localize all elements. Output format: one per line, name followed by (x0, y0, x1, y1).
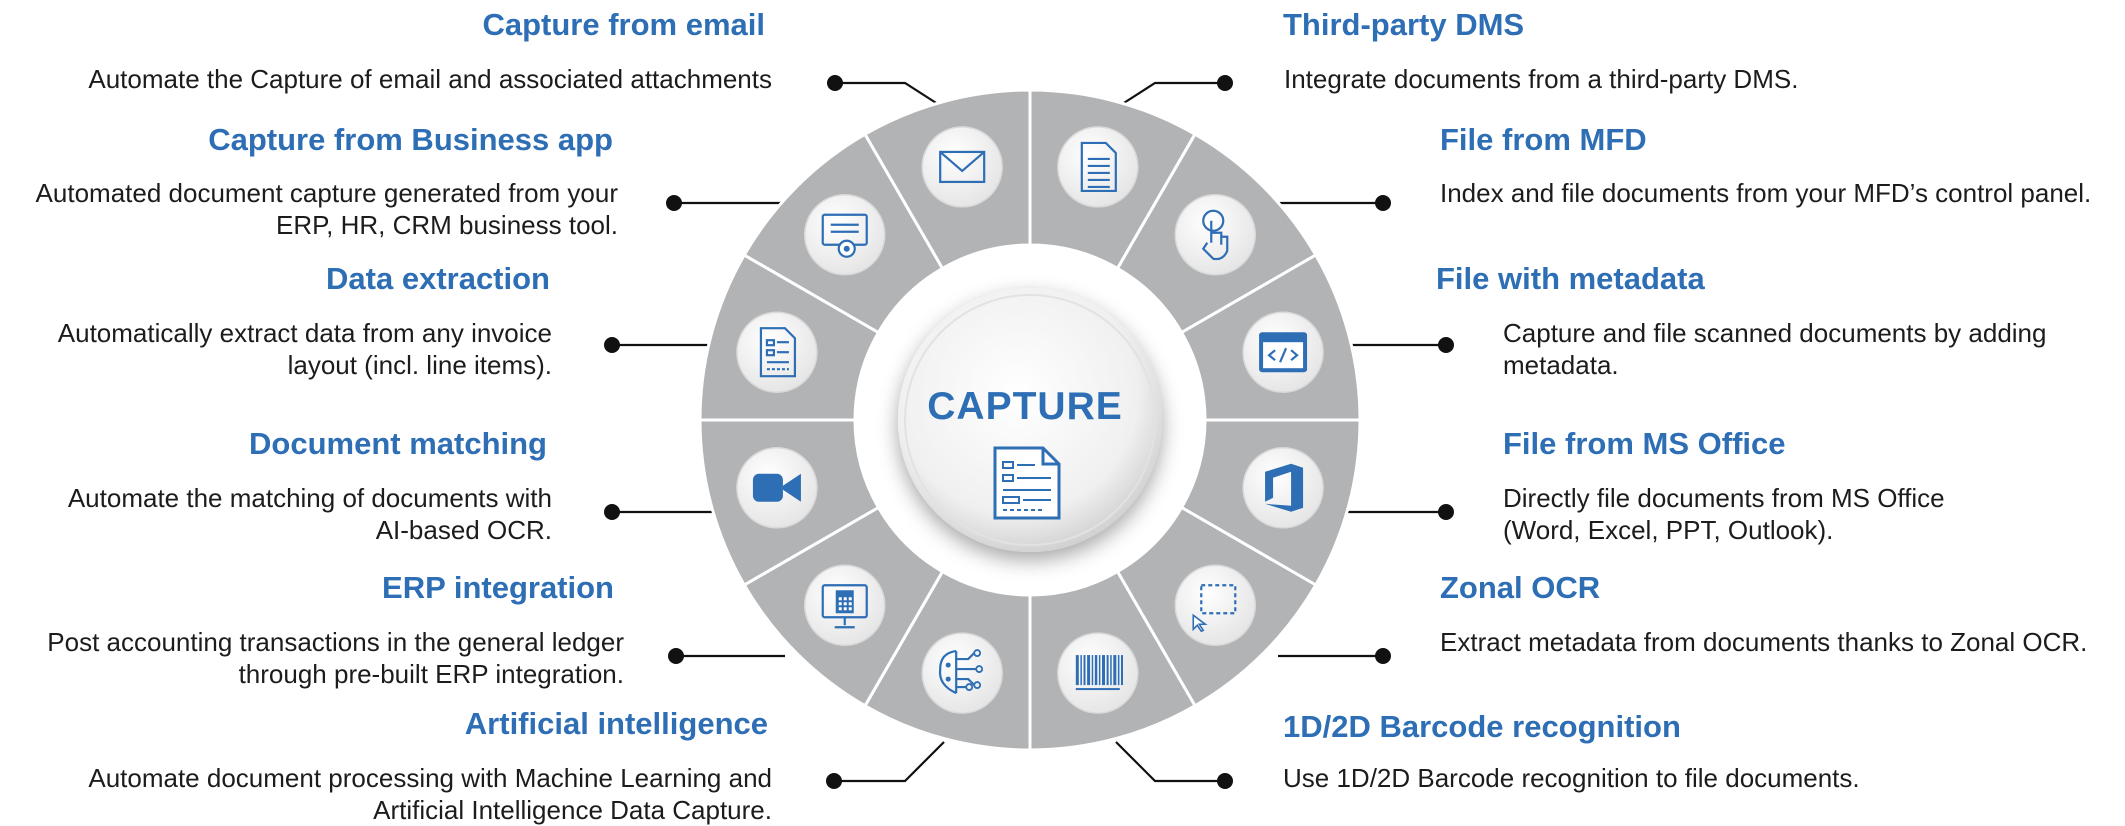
feature-desc: Directly file documents from MS Office (1503, 483, 1945, 513)
feature-file-from-ms-office: File from MS Office (1503, 425, 1785, 463)
connector-dot (1375, 648, 1391, 664)
feature-desc: Post accounting transactions in the gene… (47, 627, 624, 657)
connector-dot (668, 648, 684, 664)
barcode-icon (1057, 632, 1139, 714)
feature-desc: Automate the Capture of email and associ… (88, 64, 772, 94)
feature-desc: Extract metadata from documents thanks t… (1440, 627, 2088, 657)
feature-desc: through pre-built ERP integration. (238, 659, 624, 689)
feature-title: Third-party DMS (1283, 7, 1525, 42)
feature-title: File from MFD (1440, 122, 1647, 157)
connector-dot (604, 504, 620, 520)
connector-line (1115, 81, 1225, 109)
feature-zonal-ocr-desc: Extract metadata from documents thanks t… (1440, 626, 2087, 658)
feature-title: File from MS Office (1503, 426, 1786, 461)
feature-desc: Automate the matching of documents with (67, 483, 552, 513)
feature-title: Data extraction (326, 261, 550, 296)
connector-dot (827, 75, 843, 91)
feature-third-party-dms-desc: Integrate documents from a third-party D… (1284, 63, 1798, 95)
office-logo-icon (1242, 447, 1324, 529)
feature-file-from-ms-office-desc: Directly file documents from MS Office (… (1503, 482, 1945, 546)
segment-icons (736, 126, 1324, 714)
feature-file-with-metadata: File with metadata (1436, 260, 1705, 298)
connector-dot (1217, 773, 1233, 789)
feature-desc: Capture and file scanned documents by ad… (1503, 318, 2047, 348)
connector-dot (1217, 75, 1233, 91)
feature-title: Artificial intelligence (464, 706, 768, 741)
feature-desc: ERP, HR, CRM business tool. (276, 210, 618, 240)
circuit-brain-icon (921, 632, 1003, 714)
feature-desc: AI-based OCR. (375, 515, 552, 545)
feature-barcode-recognition-desc: Use 1D/2D Barcode recognition to file do… (1283, 762, 1860, 794)
center-label: CAPTURE (927, 385, 1123, 428)
feature-data-extraction: Data extraction (326, 260, 550, 298)
hub (865, 255, 1195, 585)
feature-desc: Automated document capture generated fro… (35, 178, 618, 208)
feature-title: ERP integration (382, 570, 614, 605)
text-document-icon (1057, 126, 1139, 208)
feature-title: Zonal OCR (1440, 570, 1601, 605)
feature-document-matching-desc: Automate the matching of documents with … (68, 482, 552, 546)
connector-line (834, 741, 945, 783)
video-camera-icon (736, 447, 818, 529)
envelope-icon (921, 126, 1003, 208)
code-window-icon (1242, 311, 1324, 393)
feature-desc: Integrate documents from a third-party D… (1284, 64, 1799, 94)
feature-third-party-dms: Third-party DMS (1283, 6, 1524, 44)
connector-dot (1438, 337, 1454, 353)
feature-desc: Automate document processing with Machin… (88, 763, 772, 793)
feature-title: Capture from email (482, 7, 765, 42)
feature-title: Capture from Business app (208, 122, 613, 157)
touch-hand-icon (1174, 193, 1257, 276)
feature-desc: layout (incl. line items). (287, 350, 552, 380)
feature-desc: Artificial Intelligence Data Capture. (373, 795, 772, 825)
feature-file-with-metadata-desc: Capture and file scanned documents by ad… (1503, 317, 2046, 381)
feature-zonal-ocr: Zonal OCR (1440, 569, 1600, 607)
connector-dot (1438, 504, 1454, 520)
feature-file-from-mfd-desc: Index and file documents from your MFD’s… (1440, 177, 2091, 209)
feature-title: File with metadata (1436, 261, 1705, 296)
feature-file-from-mfd: File from MFD (1440, 121, 1647, 159)
connector-line (835, 81, 945, 109)
form-document-icon (736, 311, 818, 393)
connector-dot (666, 195, 682, 211)
connector-lines (604, 75, 1454, 789)
connector-dot (604, 337, 620, 353)
feature-document-matching: Document matching (249, 425, 547, 463)
feature-artificial-intelligence-desc: Automate document processing with Machin… (88, 762, 772, 826)
feature-desc: Automatically extract data from any invo… (57, 318, 552, 348)
document-scan-icon (993, 446, 1061, 520)
feature-desc: Use 1D/2D Barcode recognition to file do… (1283, 763, 1860, 793)
feature-erp-integration-desc: Post accounting transactions in the gene… (47, 626, 624, 690)
feature-title: Document matching (249, 426, 547, 461)
connector-dot (826, 773, 842, 789)
feature-desc: metadata. (1503, 350, 1619, 380)
feature-title: 1D/2D Barcode recognition (1283, 709, 1681, 744)
dashed-selection-icon (1174, 564, 1257, 647)
certificate-gear-icon (803, 193, 886, 276)
feature-capture-from-business-app: Capture from Business app (208, 121, 613, 159)
connector-dot (1375, 195, 1391, 211)
feature-artificial-intelligence: Artificial intelligence (465, 705, 768, 743)
feature-erp-integration: ERP integration (382, 569, 614, 607)
feature-data-extraction-desc: Automatically extract data from any invo… (58, 317, 552, 381)
feature-desc: Index and file documents from your MFD’s… (1440, 178, 2092, 208)
feature-capture-from-email: Capture from email (482, 6, 765, 44)
connector-line (1115, 741, 1225, 783)
feature-capture-from-email-desc: Automate the Capture of email and associ… (88, 63, 772, 95)
calculator-monitor-icon (803, 564, 886, 647)
feature-capture-from-business-app-desc: Automated document capture generated fro… (36, 177, 618, 241)
feature-barcode-recognition: 1D/2D Barcode recognition (1283, 708, 1681, 746)
feature-desc: (Word, Excel, PPT, Outlook). (1503, 515, 1834, 545)
